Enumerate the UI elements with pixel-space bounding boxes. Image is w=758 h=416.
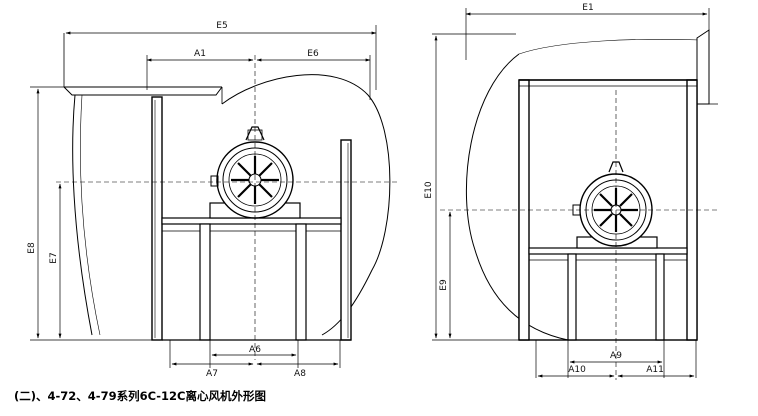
left-view-labels: E5 A1 E6 E8 E7 A6 A7 A8 [27,21,319,379]
label-e8: E8 [27,242,37,254]
volute-casing [221,74,391,336]
label-e5: E5 [216,21,227,31]
label-a10: A10 [568,365,586,375]
outlet-duct [63,33,223,104]
base-frame [161,217,351,341]
outlet-flange [696,29,718,105]
label-a8: A8 [294,369,306,379]
drawing-caption: (二)、4-72、4-79系列6C-12C离心风机外形图 [14,389,266,403]
dimension-lines [30,25,377,368]
center-lines [56,55,400,360]
label-a11: A11 [646,365,664,375]
left-view [30,25,400,368]
motor-right [572,161,658,249]
label-a1: A1 [194,49,206,59]
label-e1: E1 [582,3,593,13]
label-a7: A7 [206,369,218,379]
label-a6: A6 [249,345,261,355]
rear-column [340,139,352,341]
motor [209,126,301,219]
label-e9: E9 [439,279,449,291]
right-view [432,8,720,380]
label-a9: A9 [610,351,622,361]
label-e7: E7 [49,252,59,263]
base-frame-right [519,247,697,341]
bearing-column [151,96,163,341]
dimension-lines-right [432,8,710,378]
volute-casing-right [465,53,569,341]
label-e10: E10 [424,181,434,198]
right-view-labels: E1 E10 E9 A9 A10 A11 [424,3,664,375]
label-e6: E6 [307,49,319,59]
center-lines-right [440,90,720,380]
